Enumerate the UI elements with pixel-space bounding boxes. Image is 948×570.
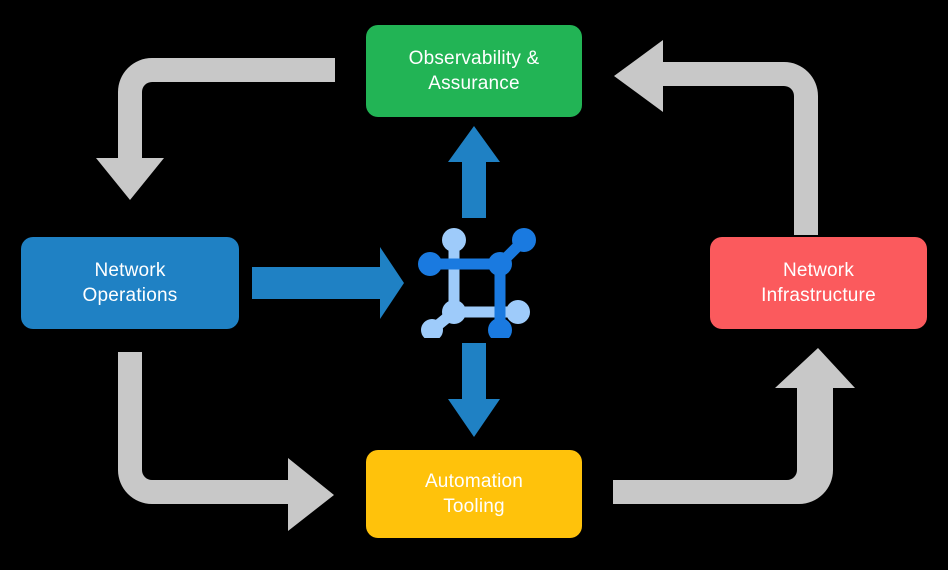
node-label-infrastructure: Network Infrastructure xyxy=(761,259,876,306)
arrow-up-icon xyxy=(448,126,500,218)
node-label-operations: Network Operations xyxy=(82,259,178,306)
arrow-down-icon xyxy=(448,343,500,437)
elbow-arrow-down-right-icon xyxy=(118,352,334,531)
node-label-automation: Automation Tooling xyxy=(424,470,524,517)
node-observability-assurance[interactable]: Observability & Assurance xyxy=(366,25,582,117)
node-automation-tooling[interactable]: Automation Tooling xyxy=(366,450,582,538)
elbow-arrow-up-left-icon xyxy=(614,40,818,235)
elbow-arrow-down-left-icon xyxy=(96,58,335,200)
node-network-infrastructure[interactable]: Network Infrastructure xyxy=(710,237,927,329)
network-topology-icon xyxy=(418,228,536,338)
node-network-operations[interactable]: Network Operations xyxy=(21,237,239,329)
arrow-right-icon xyxy=(252,247,404,319)
elbow-arrow-right-up-icon xyxy=(613,348,855,504)
node-label-observability: Observability & Assurance xyxy=(408,47,540,94)
